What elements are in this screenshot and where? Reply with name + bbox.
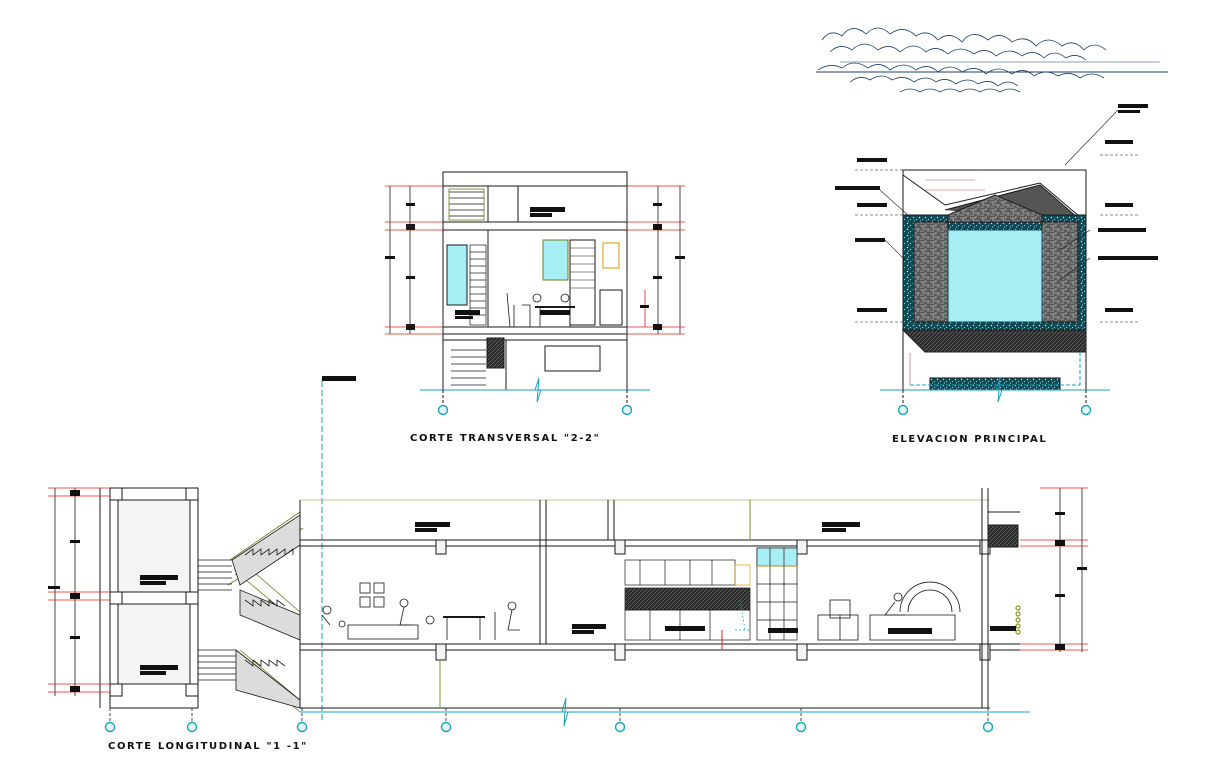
corte-transversal-title: CORTE TRANSVERSAL "2-2" <box>410 433 600 444</box>
axis-bubble <box>897 404 909 416</box>
kitchen <box>624 559 751 641</box>
corte-longitudinal-title: CORTE LONGITUDINAL "1 -1" <box>108 741 308 752</box>
corte-longitudinal-section <box>48 487 1088 733</box>
axis-bubble <box>795 721 807 733</box>
stair-longitudinal <box>197 500 304 713</box>
window-glass <box>446 244 468 306</box>
dimension-right <box>627 185 685 335</box>
dimension-longitudinal-left <box>48 487 110 696</box>
bedroom-furniture <box>817 581 961 641</box>
axis-bubble <box>104 721 116 733</box>
dimension-longitudinal-right <box>1020 487 1088 652</box>
stair-mid <box>469 244 487 326</box>
cloud-decoration <box>816 27 1168 93</box>
corte-transversal-section <box>321 171 685 720</box>
axis-bubble <box>186 721 198 733</box>
axis-bubble <box>437 404 449 416</box>
axis-bubble <box>296 721 308 733</box>
axis-bubble <box>621 404 633 416</box>
glass-block-wall <box>756 547 798 641</box>
elevacion-principal-title: ELEVACION PRINCIPAL <box>892 434 1047 445</box>
axis-bubble <box>982 721 994 733</box>
living-room-furniture <box>321 582 520 640</box>
dimension-left <box>385 185 443 335</box>
axis-bubble <box>1080 404 1092 416</box>
axis-bubble <box>440 721 452 733</box>
elevacion-principal <box>835 104 1158 416</box>
axis-bubble <box>614 721 626 733</box>
stair-block <box>486 337 505 369</box>
stair-top <box>448 188 485 221</box>
facade-glass <box>947 229 1043 323</box>
